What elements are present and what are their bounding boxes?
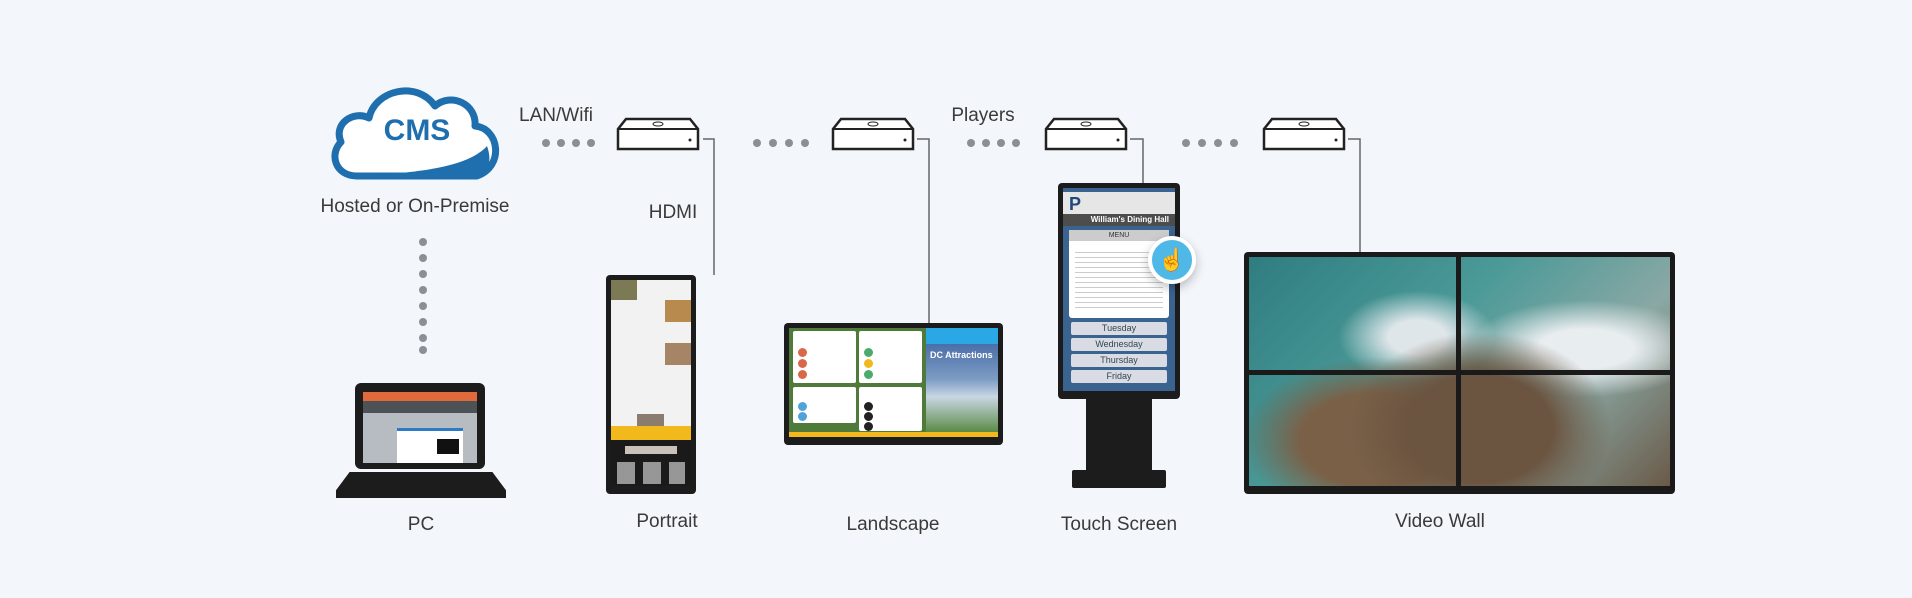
touch-hand-icon: ☝ <box>1148 236 1196 284</box>
day-button-wednesday[interactable]: Wednesday <box>1071 338 1167 351</box>
day-button-thursday[interactable]: Thursday <box>1071 354 1167 367</box>
device-label-landscape: Landscape <box>846 514 940 535</box>
device-label-portrait: Portrait <box>636 511 698 532</box>
bezel-horizontal <box>1244 370 1675 375</box>
media-player-icon <box>1262 117 1346 151</box>
network-label: LAN/Wifi <box>519 105 593 126</box>
day-button-friday[interactable]: Friday <box>1071 370 1167 383</box>
portrait-display <box>606 275 696 494</box>
cloud-icon <box>331 87 499 180</box>
cms-logo-text: CMS <box>383 114 451 147</box>
hdmi-cables <box>703 138 1361 323</box>
media-player-icon <box>1044 117 1128 151</box>
cms-caption: Hosted or On-Premise <box>320 196 510 217</box>
device-label-pc: PC <box>407 514 435 535</box>
laptop-dialog <box>397 428 463 463</box>
device-label-video-wall: Video Wall <box>1395 511 1485 532</box>
menu-title: MENU <box>1069 230 1169 241</box>
kiosk-stand <box>1086 398 1152 472</box>
landscape-panel-title: DC Attractions <box>930 350 993 360</box>
video-wall <box>1244 252 1675 494</box>
kiosk-base <box>1072 470 1166 488</box>
landscape-display: DC Attractions <box>784 323 1003 445</box>
venue-title: William's Dining Hall <box>1063 214 1175 226</box>
media-player-icon <box>616 117 700 151</box>
hdmi-label: HDMI <box>648 202 698 223</box>
touch-display: P William's Dining Hall MENU Tuesday Wed… <box>1058 183 1180 399</box>
laptop-screen <box>355 383 485 469</box>
university-logo-icon: P <box>1069 194 1082 214</box>
players-label: Players <box>951 105 1015 126</box>
device-label-touch-screen: Touch Screen <box>1060 514 1178 535</box>
day-button-tuesday[interactable]: Tuesday <box>1071 322 1167 335</box>
media-player-icon <box>831 117 915 151</box>
network-dots <box>419 139 1238 354</box>
laptop-base <box>336 472 506 498</box>
cms-cloud: CMS <box>327 76 507 184</box>
